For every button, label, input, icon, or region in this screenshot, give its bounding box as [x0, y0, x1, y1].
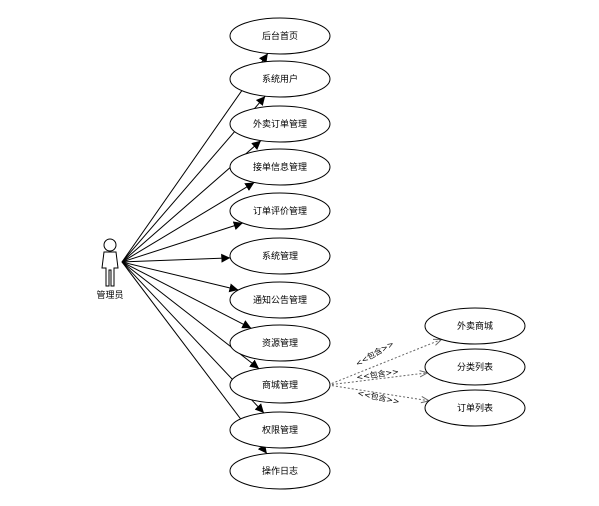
use-case-label: 通知公告管理 [253, 294, 307, 306]
use-case[interactable]: 接单信息管理 [229, 148, 331, 186]
association-line [121, 261, 252, 329]
use-case-ellipse [229, 105, 331, 143]
use-case[interactable]: 系统用户 [229, 60, 331, 98]
use-case[interactable]: 通知公告管理 [229, 281, 331, 319]
actor-administrator: 管理员 [96, 238, 124, 301]
stick-figure-icon [101, 238, 119, 287]
association-line [121, 221, 243, 263]
include-lines [327, 339, 442, 401]
included-use-case[interactable]: 订单列表 [424, 389, 526, 427]
use-case-ellipse [424, 348, 526, 386]
use-case-label: 系统管理 [262, 250, 298, 262]
association-line [121, 261, 239, 293]
use-case[interactable]: 后台首页 [229, 17, 331, 55]
use-case-ellipse [229, 366, 331, 404]
use-case-label: 订单评价管理 [253, 205, 307, 217]
use-case-label: 外卖订单管理 [253, 118, 307, 130]
use-case-ellipse [229, 452, 331, 490]
include-stereotype-label: <<包含>> [357, 388, 401, 407]
use-case-label: 接单信息管理 [253, 161, 307, 173]
use-case-label: 订单列表 [457, 402, 493, 414]
included-use-case[interactable]: 分类列表 [424, 348, 526, 386]
use-case[interactable]: 系统管理 [229, 237, 331, 275]
use-case[interactable]: 商城管理 [229, 366, 331, 404]
use-case[interactable]: 操作日志 [229, 452, 331, 490]
use-case-label: 系统用户 [262, 73, 298, 85]
use-case[interactable]: 外卖订单管理 [229, 105, 331, 143]
use-case-ellipse [424, 307, 526, 345]
use-case-label: 分类列表 [457, 361, 493, 373]
use-case-ellipse [229, 192, 331, 230]
association-line [121, 182, 255, 263]
use-case-label: 后台首页 [262, 30, 298, 42]
use-case-label: 商城管理 [262, 379, 298, 391]
use-case[interactable]: 资源管理 [229, 324, 331, 362]
use-case-label: 资源管理 [262, 337, 298, 349]
use-case-ellipse [424, 389, 526, 427]
use-case-ellipse [229, 281, 331, 319]
include-stereotype-label: <<包含>> [356, 366, 400, 382]
include-line [327, 339, 442, 386]
use-case-label: 权限管理 [262, 424, 298, 436]
include-line [327, 384, 429, 401]
use-case[interactable]: 权限管理 [229, 411, 331, 449]
use-case-ellipse [229, 17, 331, 55]
use-case[interactable]: 订单评价管理 [229, 192, 331, 230]
use-case-ellipse [229, 411, 331, 449]
association-line [121, 253, 231, 263]
included-use-case[interactable]: 外卖商城 [424, 307, 526, 345]
use-case-ellipse [229, 324, 331, 362]
actor-label: 管理员 [96, 289, 123, 301]
use-case-ellipse [229, 60, 331, 98]
use-case-ellipse [229, 237, 331, 275]
use-case-ellipse [229, 148, 331, 186]
include-line [327, 373, 428, 386]
include-stereotype-label: <<包含>> [353, 338, 395, 368]
use-case-label: 操作日志 [262, 465, 298, 477]
use-case-label: 外卖商城 [457, 320, 493, 332]
